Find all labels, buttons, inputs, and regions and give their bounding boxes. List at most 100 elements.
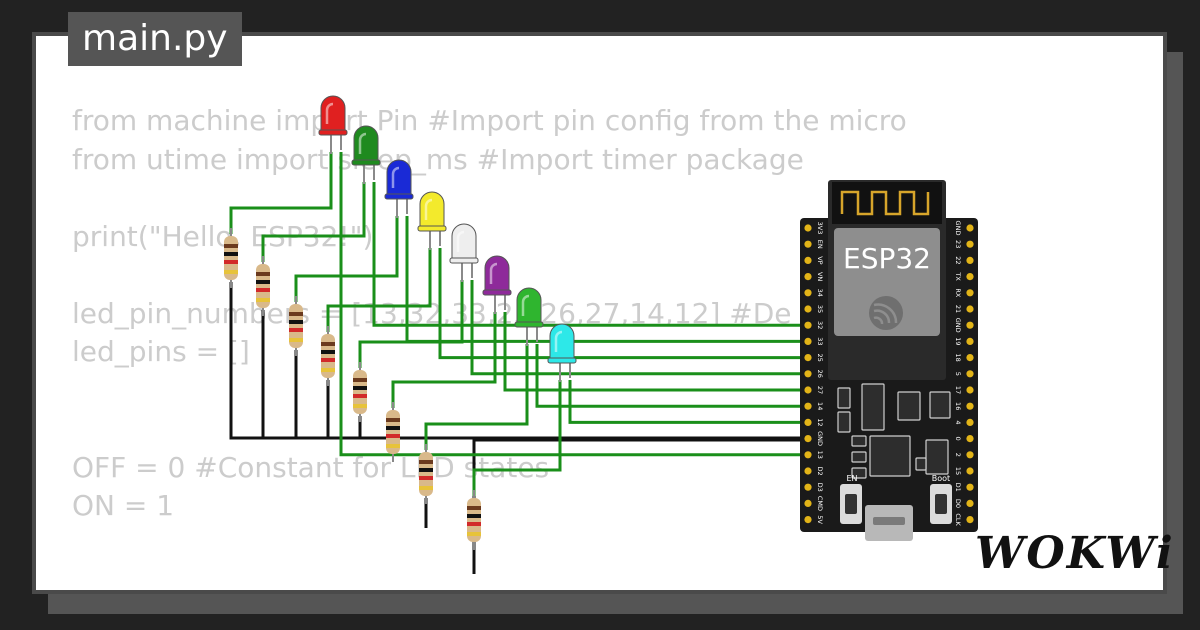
resistor-band xyxy=(224,270,238,274)
pin-label: 22 xyxy=(954,256,962,264)
led-highlight xyxy=(391,166,400,188)
led-rim xyxy=(547,357,577,364)
board-pin[interactable] xyxy=(966,224,974,232)
board-pin[interactable] xyxy=(966,467,974,475)
pin-label: GND xyxy=(816,431,824,446)
resistor-band xyxy=(386,444,400,448)
board-pin[interactable] xyxy=(804,499,812,507)
board-pin[interactable] xyxy=(966,305,974,313)
board-pin[interactable] xyxy=(804,305,812,313)
led-green xyxy=(353,125,379,165)
board-pin[interactable] xyxy=(966,402,974,410)
pin-label: 12 xyxy=(816,418,824,426)
pin-label: 32 xyxy=(816,321,824,329)
resistor-band xyxy=(256,272,270,276)
board-pin[interactable] xyxy=(966,289,974,297)
led-rim xyxy=(482,289,512,296)
resistor-band xyxy=(256,298,270,302)
espressif-logo-icon xyxy=(869,296,903,330)
pin-label: 14 xyxy=(816,402,824,410)
board-pin[interactable] xyxy=(804,321,812,329)
wokwi-logo: WOKWi xyxy=(975,528,1175,579)
board-pin[interactable] xyxy=(966,451,974,459)
esp32-board: ESP32 EN Boot 3V3ENVPVN34353233252627141… xyxy=(800,180,978,541)
resistor-band xyxy=(467,522,481,526)
led-green xyxy=(516,287,542,327)
board-pin[interactable] xyxy=(966,435,974,443)
resistor-band xyxy=(224,260,238,264)
pin-label: 5V xyxy=(816,515,824,524)
board-pin[interactable] xyxy=(804,337,812,345)
board-pin[interactable] xyxy=(966,386,974,394)
antenna-trace xyxy=(840,190,930,216)
board-pin[interactable] xyxy=(804,483,812,491)
pin-label: 25 xyxy=(816,353,824,361)
board-pin[interactable] xyxy=(804,435,812,443)
pin-label: 13 xyxy=(816,451,824,459)
code-line: led_pins = [] xyxy=(72,335,250,368)
resistor-band xyxy=(419,476,433,480)
signal-wire xyxy=(568,380,808,424)
pin-label: 26 xyxy=(816,370,824,378)
board-pin[interactable] xyxy=(966,337,974,345)
wokwi-logo-text: WOKWi xyxy=(975,528,1175,579)
pin-label: GND xyxy=(954,318,962,333)
led-highlight xyxy=(325,102,334,124)
board-pin[interactable] xyxy=(804,467,812,475)
pin-label: 16 xyxy=(954,402,962,410)
board-pin[interactable] xyxy=(804,289,812,297)
board-pin[interactable] xyxy=(804,418,812,426)
board-pin[interactable] xyxy=(804,256,812,264)
led-red xyxy=(320,95,346,135)
board-pin[interactable] xyxy=(804,224,812,232)
pin-label: D1 xyxy=(954,483,962,492)
board-pin[interactable] xyxy=(966,354,974,362)
board-pin[interactable] xyxy=(966,418,974,426)
board-pin[interactable] xyxy=(966,483,974,491)
pin-label: D0 xyxy=(954,499,962,508)
resistor-band xyxy=(467,514,481,518)
board-pin[interactable] xyxy=(804,402,812,410)
board-pin[interactable] xyxy=(804,240,812,248)
board-pin[interactable] xyxy=(804,273,812,281)
smd-component xyxy=(915,457,927,471)
board-pin[interactable] xyxy=(804,516,812,524)
resistor-wire xyxy=(424,344,529,450)
board-pin[interactable] xyxy=(966,273,974,281)
led-rim xyxy=(351,159,381,166)
board-pin[interactable] xyxy=(804,354,812,362)
resistor-band xyxy=(353,404,367,408)
board-pin[interactable] xyxy=(804,370,812,378)
board-pin[interactable] xyxy=(804,451,812,459)
board-pin[interactable] xyxy=(966,240,974,248)
ground-wire xyxy=(229,282,800,440)
resistor-band xyxy=(419,468,433,472)
resistor-band xyxy=(353,386,367,390)
pin-label: 18 xyxy=(954,353,962,361)
led-rim xyxy=(384,193,414,200)
chip-label: ESP32 xyxy=(843,242,931,275)
shield-can xyxy=(834,228,940,336)
usb-port-opening xyxy=(873,517,905,525)
pin-label: D2 xyxy=(816,466,824,475)
board-pin[interactable] xyxy=(804,386,812,394)
led-highlight xyxy=(456,230,465,252)
pin-label: EN xyxy=(816,240,824,249)
led-highlight xyxy=(489,262,498,284)
resistor-band xyxy=(353,394,367,398)
smd-component xyxy=(869,435,911,477)
resistor-wire xyxy=(326,248,432,332)
resistor-band xyxy=(256,288,270,292)
pin-label: 4 xyxy=(954,420,962,424)
pin-label: VP xyxy=(816,256,824,264)
board-pin[interactable] xyxy=(966,256,974,264)
board-pin[interactable] xyxy=(966,370,974,378)
resistor-band xyxy=(256,280,270,284)
resistor-band xyxy=(289,312,303,316)
board-pin[interactable] xyxy=(966,516,974,524)
board-pin[interactable] xyxy=(966,321,974,329)
resistor-band xyxy=(289,320,303,324)
board-pin[interactable] xyxy=(966,499,974,507)
resistor-band xyxy=(419,486,433,490)
